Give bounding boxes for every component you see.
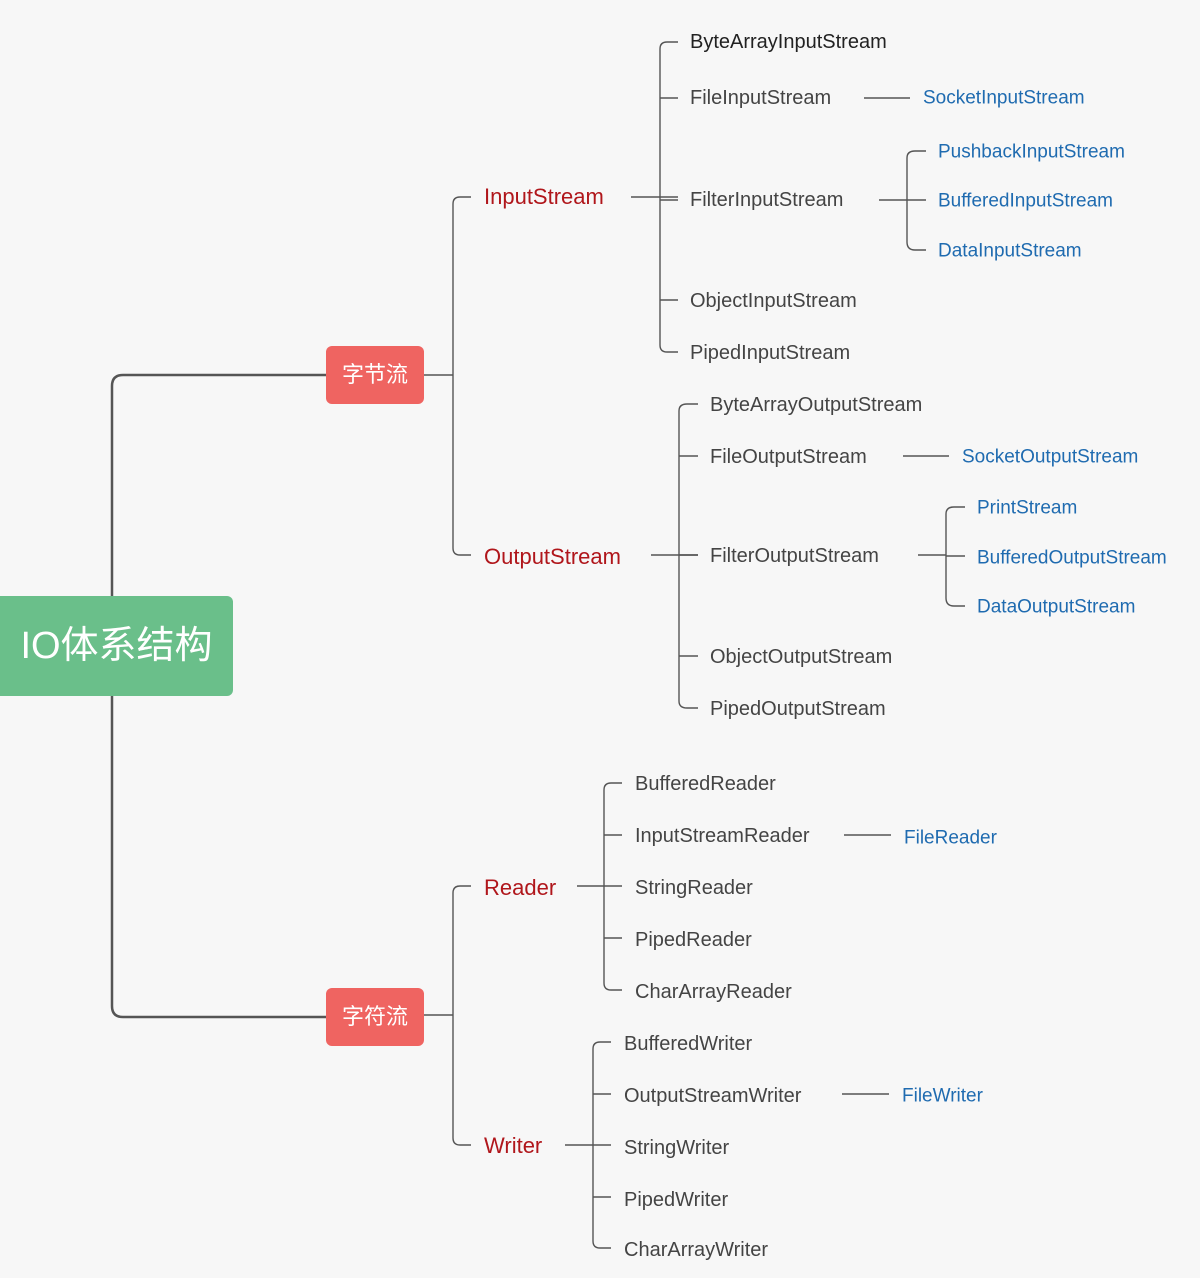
node-pipedwriter: PipedWriter <box>624 1189 729 1211</box>
node-dataoutputstream: DataOutputStream <box>977 596 1136 618</box>
node-filereader: FileReader <box>904 827 997 849</box>
node-socketinputstream: SocketInputStream <box>923 87 1085 109</box>
node-pipedoutputstream: PipedOutputStream <box>710 698 886 720</box>
node-pipedreader: PipedReader <box>635 929 752 951</box>
node-filewriter: FileWriter <box>902 1085 983 1107</box>
node-chararrayreader: CharArrayReader <box>635 981 792 1003</box>
node-socketoutputstream: SocketOutputStream <box>962 446 1139 468</box>
node-filterinputstream: FilterInputStream <box>690 189 844 211</box>
node-printstream: PrintStream <box>977 497 1078 519</box>
node-inputstreamreader: InputStreamReader <box>635 825 810 847</box>
node-fileoutputstream: FileOutputStream <box>710 446 867 468</box>
node-objectinputstream: ObjectInputStream <box>690 290 857 312</box>
node-chararraywriter: CharArrayWriter <box>624 1239 769 1261</box>
node-bufferedwriter: BufferedWriter <box>624 1033 753 1055</box>
category-byte-streams: 字节流 <box>326 346 424 404</box>
node-bytearrayoutputstream: ByteArrayOutputStream <box>710 394 923 416</box>
node-outputstreamwriter: OutputStreamWriter <box>624 1085 802 1107</box>
node-writer: Writer <box>484 1133 543 1158</box>
node-bufferedreader: BufferedReader <box>635 773 776 795</box>
node-bufferedinputstream: BufferedInputStream <box>938 190 1113 212</box>
node-bytearrayinputstream: ByteArrayInputStream <box>690 31 887 53</box>
node-stringreader: StringReader <box>635 877 753 899</box>
node-datainputstream: DataInputStream <box>938 240 1082 262</box>
node-filteroutputstream: FilterOutputStream <box>710 545 879 567</box>
node-bufferedoutputstream: BufferedOutputStream <box>977 547 1167 569</box>
node-pushbackinputstream: PushbackInputStream <box>938 141 1125 163</box>
category-char-streams: 字符流 <box>326 988 424 1046</box>
root-node: IO体系结构 <box>0 596 233 696</box>
node-objectoutputstream: ObjectOutputStream <box>710 646 893 668</box>
node-reader: Reader <box>484 875 557 900</box>
node-outputstream: OutputStream <box>484 544 621 569</box>
node-pipedinputstream: PipedInputStream <box>690 342 851 364</box>
node-fileinputstream: FileInputStream <box>690 87 832 109</box>
node-inputstream: InputStream <box>484 184 604 209</box>
node-stringwriter: StringWriter <box>624 1137 730 1159</box>
